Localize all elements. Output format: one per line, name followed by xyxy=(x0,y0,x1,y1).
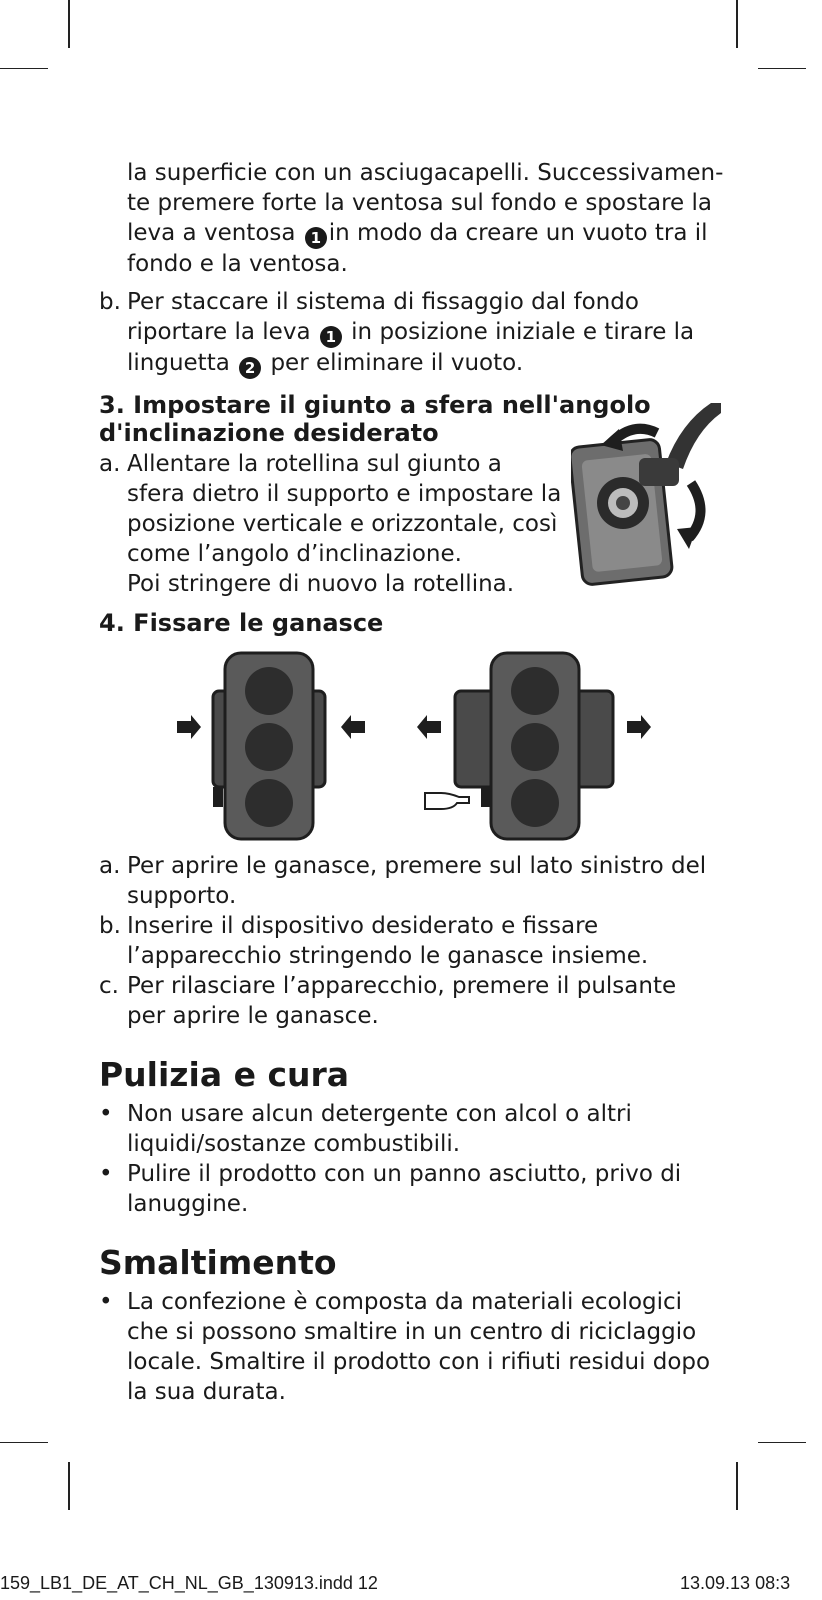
step-4a: a. Per aprire le ganasce, premere sul la… xyxy=(99,851,739,911)
section-title: Smaltimento xyxy=(99,1243,337,1282)
holder-closing xyxy=(177,651,365,841)
text-line: Poi stringere di nuovo la rotellina. xyxy=(127,571,515,597)
text-line: Per aprire le ganasce, premere sul lato … xyxy=(127,853,707,879)
step-4c: c. Per rilasciare l’apparecchio, premere… xyxy=(99,971,739,1031)
text-line: la sua durata. xyxy=(127,1379,286,1405)
item-label: a. xyxy=(99,853,121,879)
section-heading: 3. Impostare il giunto a sfera nell'ango… xyxy=(99,391,651,419)
text-line: l’apparecchio stringendo le ganasce insi… xyxy=(127,943,649,969)
ball-joint-illustration xyxy=(571,403,721,586)
marker-2-icon: 2 xyxy=(239,357,262,379)
text-span: in posizione iniziale e tirare la xyxy=(351,319,695,345)
text-line: sfera dietro il supporto e impostare la xyxy=(127,481,562,507)
item-label: b. xyxy=(99,289,121,315)
crop-mark xyxy=(736,0,738,48)
marker-1-icon: 1 xyxy=(319,326,342,348)
text-span: riportare la leva xyxy=(127,319,311,345)
text-span: in modo da creare un vuoto tra il xyxy=(328,220,708,246)
text-span: leva a ventosa xyxy=(127,220,296,246)
page-content: la superficie con un asciugacapelli. Suc… xyxy=(99,158,739,1407)
step-3a: a. Allentare la rotellina sul giunto a s… xyxy=(99,449,739,599)
text-line: Inserire il dispositivo desiderato e fis… xyxy=(127,913,599,939)
footer-date: 13.09.13 08:3 xyxy=(680,1573,791,1593)
pointing-hand-icon xyxy=(424,792,470,810)
section-3: 3. Impostare il giunto a sfera nell'ango… xyxy=(99,391,739,599)
text-line: te premere forte la ventosa sul fondo e … xyxy=(127,190,712,216)
holder-opening xyxy=(417,651,651,841)
text-line: come l’angolo d’inclinazione. xyxy=(127,541,462,567)
text-line: Per staccare il sistema di fissaggio dal… xyxy=(127,289,639,315)
bullet: • xyxy=(99,1289,113,1315)
text-line: Per rilasciare l’apparecchio, premere il… xyxy=(127,973,677,999)
list-item: • Pulire il prodotto con un panno asciut… xyxy=(99,1159,739,1219)
cleaning-section: Pulizia e cura • Non usare alcun deterge… xyxy=(99,1055,739,1219)
text-line: lanuggine. xyxy=(127,1191,249,1217)
text-line: per aprire le ganasce. xyxy=(127,1003,379,1029)
text-line: supporto. xyxy=(127,883,237,909)
crop-mark xyxy=(0,68,48,69)
item-label: b. xyxy=(99,913,121,939)
jaws-illustration xyxy=(177,651,651,841)
section-heading: d'inclinazione desiderato xyxy=(99,419,439,447)
crop-mark xyxy=(0,1442,48,1443)
section-heading: 4. Fissare le ganasce xyxy=(99,609,384,637)
bullet: • xyxy=(99,1161,113,1187)
intro-paragraph: la superficie con un asciugacapelli. Suc… xyxy=(99,158,739,279)
item-label: a. xyxy=(99,451,121,477)
step-2b: b. Per staccare il sistema di fissaggio … xyxy=(99,287,739,379)
text-line: Allentare la rotellina sul giunto a xyxy=(127,451,502,477)
step-4b: b. Inserire il dispositivo desiderato e … xyxy=(99,911,739,971)
text-line: locale. Smaltire il prodotto con i rifiu… xyxy=(127,1349,711,1375)
crop-mark xyxy=(758,68,806,69)
crop-mark xyxy=(68,0,70,48)
text-line: riportare la leva 1 in posizione inizial… xyxy=(127,317,739,348)
text-line: liquidi/sostanze combustibili. xyxy=(127,1131,461,1157)
crop-mark xyxy=(736,1462,738,1510)
text-line: fondo e la ventosa. xyxy=(127,251,348,277)
bullet: • xyxy=(99,1101,113,1127)
crop-mark xyxy=(68,1462,70,1510)
text-line: linguetta 2 per eliminare il vuoto. xyxy=(127,348,739,379)
text-line: posizione verticale e orizzontale, così xyxy=(127,511,558,537)
section-title: Pulizia e cura xyxy=(99,1055,350,1094)
text-span: linguetta xyxy=(127,350,230,376)
list-item: • La confezione è composta da materiali … xyxy=(99,1287,739,1407)
section-4: 4. Fissare le ganasce xyxy=(99,609,739,1031)
text-line: La confezione è composta da materiali ec… xyxy=(127,1289,683,1315)
text-line: la superficie con un asciugacapelli. Suc… xyxy=(127,160,724,186)
marker-1-icon: 1 xyxy=(304,227,327,249)
text-span: per eliminare il vuoto. xyxy=(270,350,524,376)
list-item: • Non usare alcun detergente con alcol o… xyxy=(99,1099,739,1159)
footer-filename: 159_LB1_DE_AT_CH_NL_GB_130913.indd 12 xyxy=(0,1573,378,1593)
text-line: Non usare alcun detergente con alcol o a… xyxy=(127,1101,632,1127)
crop-mark xyxy=(758,1442,806,1443)
item-label: c. xyxy=(99,973,119,999)
text-line: che si possono smaltire in un centro di … xyxy=(127,1319,697,1345)
text-line: Pulire il prodotto con un panno asciutto… xyxy=(127,1161,682,1187)
disposal-section: Smaltimento • La confezione è composta d… xyxy=(99,1243,739,1407)
